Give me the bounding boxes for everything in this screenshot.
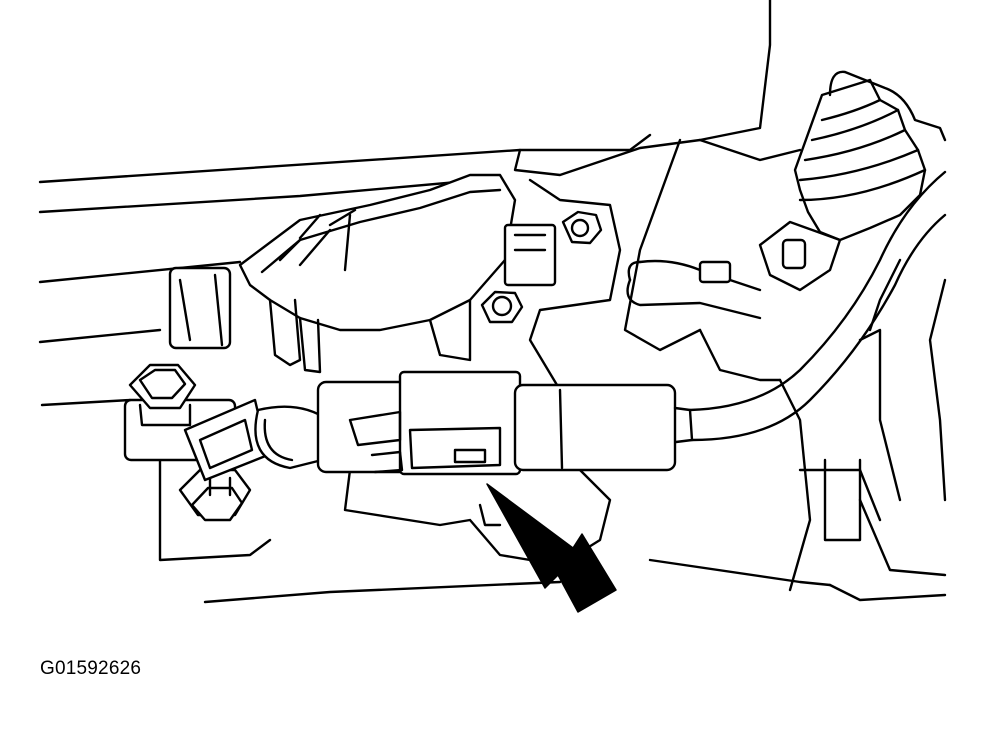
figure-id-label: G01592626 (40, 658, 142, 679)
sensor-body (168, 173, 557, 374)
engine-housing (38, 0, 947, 604)
bolt-middle (480, 290, 524, 324)
bolt-upper-right (561, 210, 603, 245)
pointer-arrow (486, 483, 617, 613)
wire-harness (254, 405, 332, 470)
bolt-lower-left (178, 468, 252, 522)
connector-plug (316, 370, 694, 476)
vacuum-hose (626, 259, 762, 320)
bellows-hose (758, 70, 947, 292)
cable-right (688, 170, 947, 442)
